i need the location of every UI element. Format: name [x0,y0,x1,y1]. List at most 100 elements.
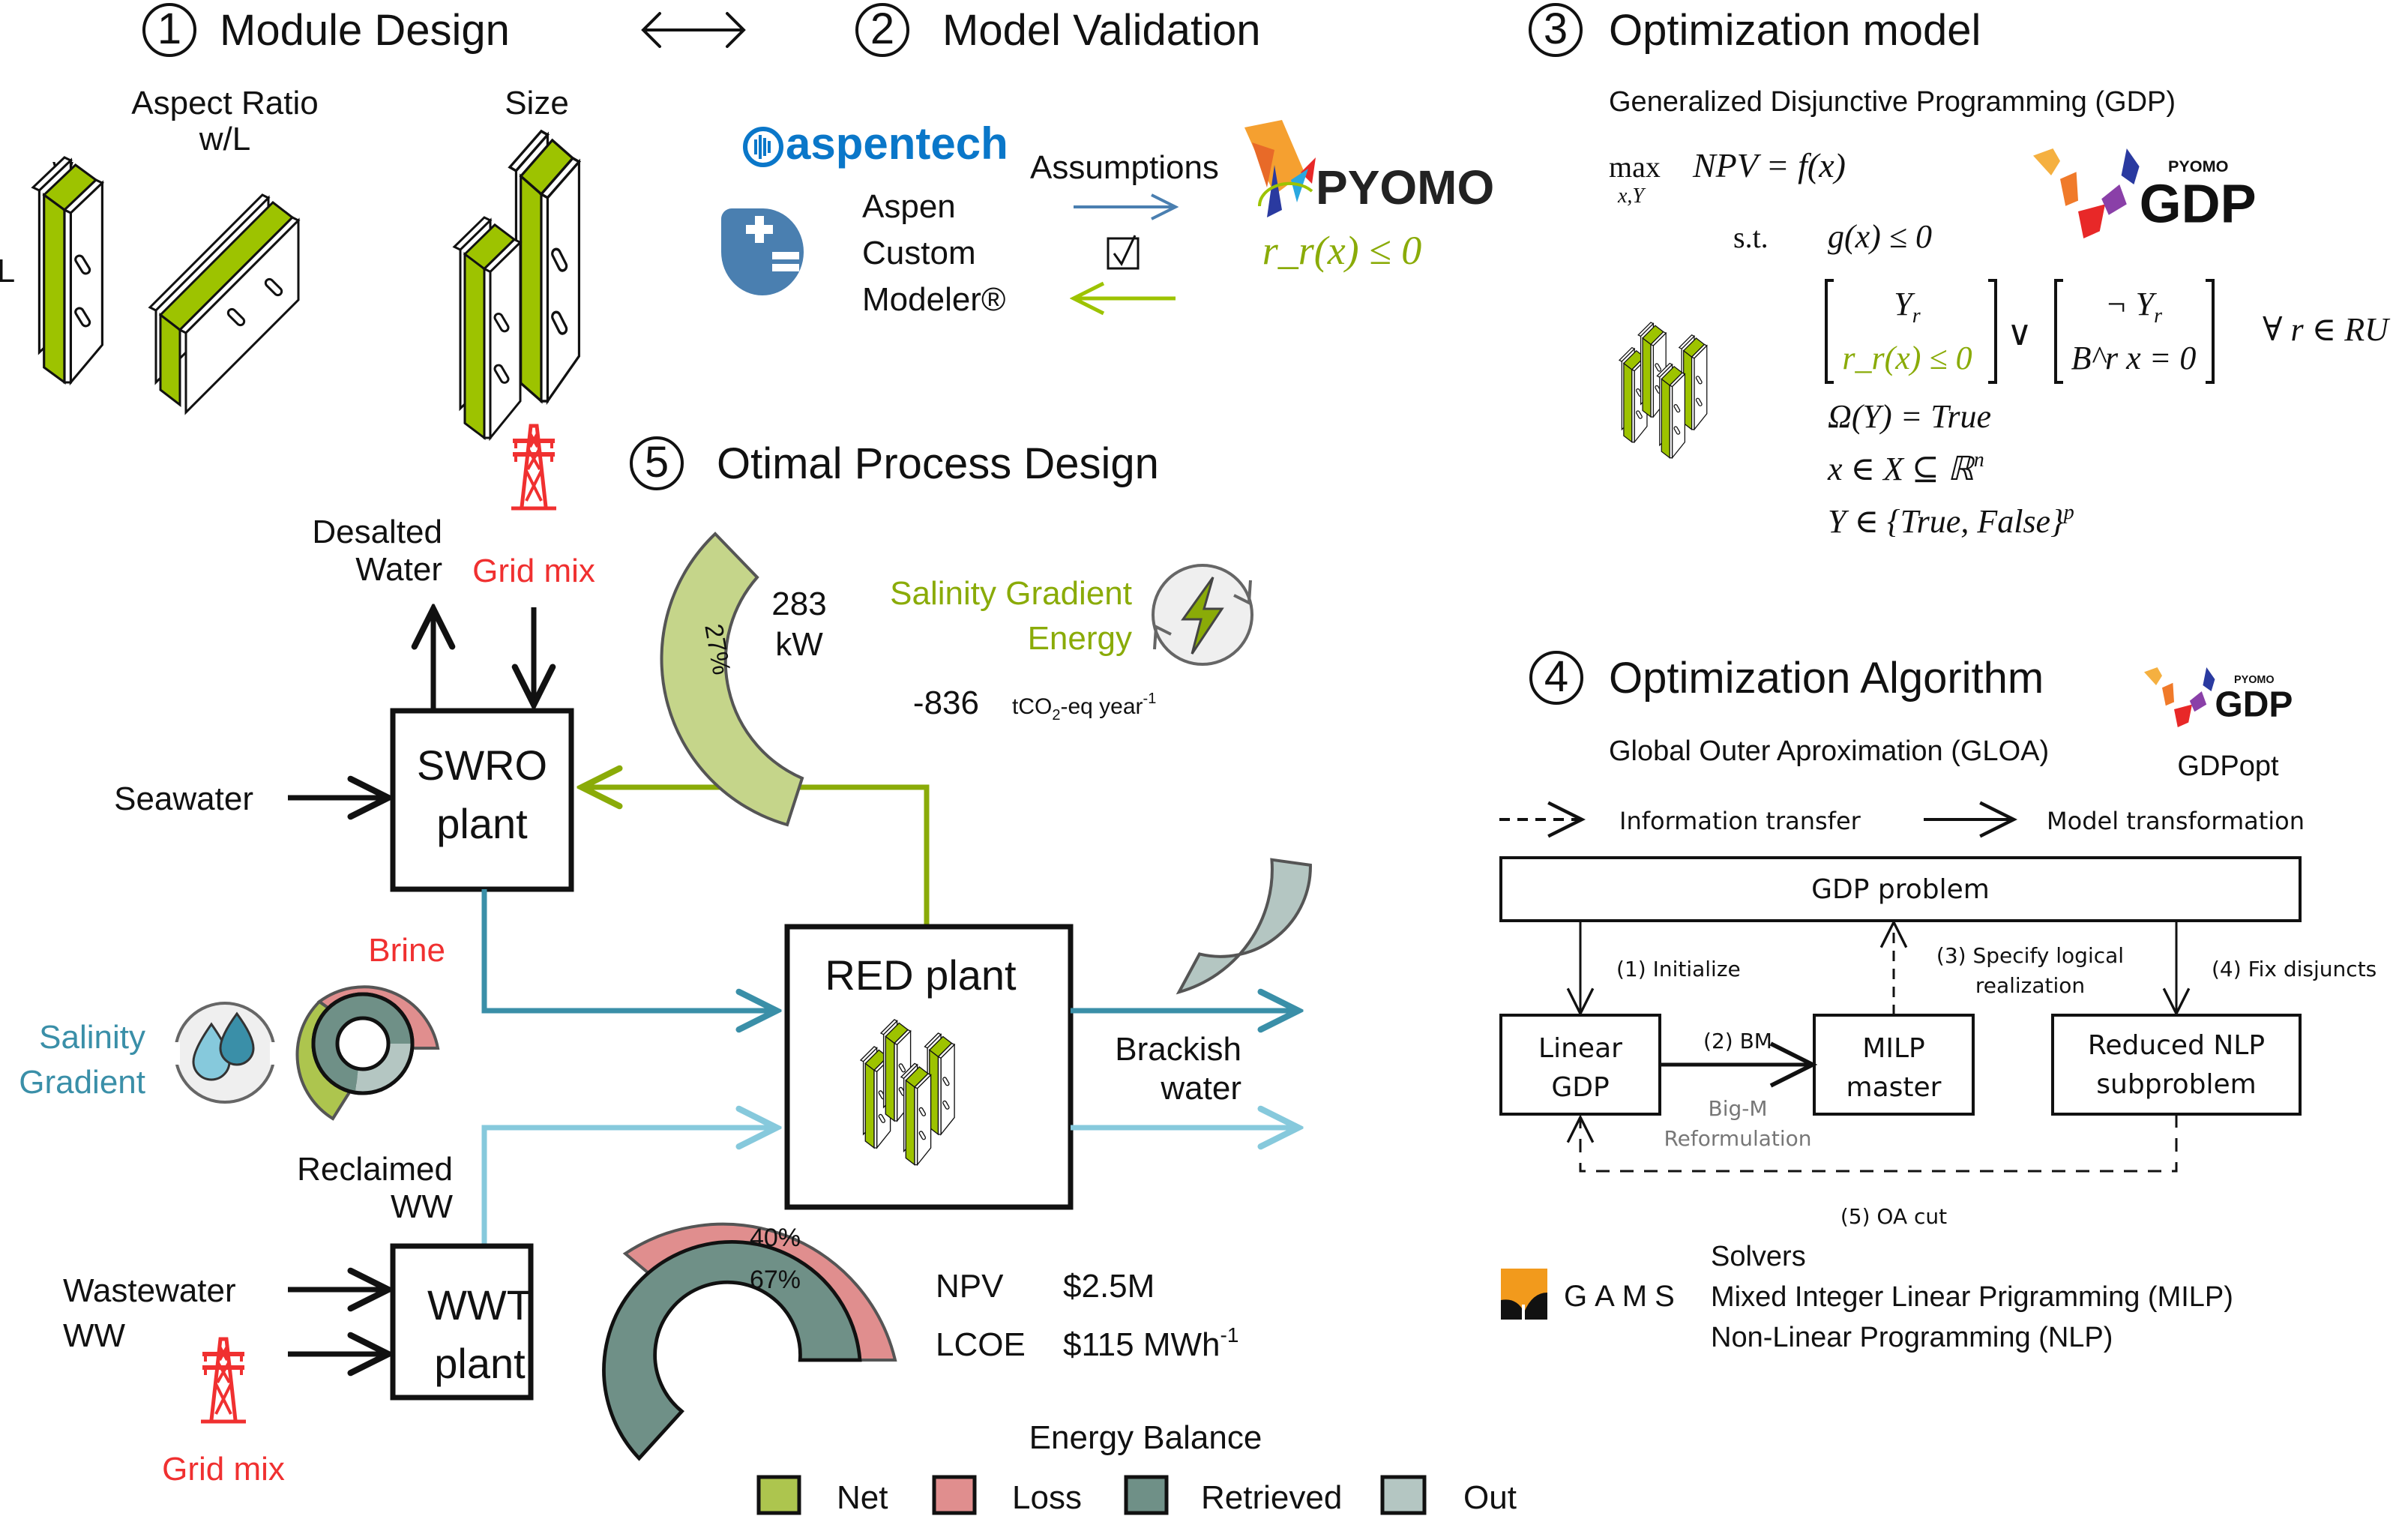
solver-item: Mixed Integer Linear Prigramming (MILP) [1711,1281,2233,1313]
desalted-water-label: Water [355,551,442,588]
step-number: 4 [1544,652,1568,701]
checkbox-icon [1107,235,1140,270]
section-optimal-process-design: 5 Otimal Process Design Grid mix Desalte… [19,426,1517,1516]
legend-label: Net [837,1479,888,1516]
swro-label: plant [436,800,528,847]
grid-mix-label: Grid mix [162,1451,285,1488]
module-tall-icon [31,156,103,384]
constraint-y-domain: Y ∈ {True, False}p [1828,501,2074,540]
step-logical-label: realization [1975,973,2085,998]
acm-label-line: Aspen [862,188,956,225]
aspentech-logo-text: aspentech [786,118,1008,169]
step-number-circle [142,3,196,57]
section-module-design: 1 Module Design Aspect Ratio w/L Size w … [0,3,746,439]
legend-model-transformation: Model transformation [1924,801,2305,838]
legend-title: Energy Balance [1029,1419,1262,1456]
wwt-label: WWT [427,1281,532,1329]
gdpopt-label: GDPopt [2177,751,2279,782]
salinity-gradient-label: Salinity [39,1019,145,1056]
step-number-circle [630,436,684,490]
section-optimization-algorithm: 4 Optimization Algorithm Global Outer Ap… [1499,651,2377,1353]
solvers-title: Solvers [1711,1241,1806,1272]
gdp-logo-text: GDP [2140,174,2257,234]
pyomo-logo-text: PYOMO [1316,160,1494,214]
step-number-circle [1529,3,1583,57]
disjunct-left-bottom: r_r(x) ≤ 0 [1842,340,1972,376]
donut-out-segment [355,1044,412,1093]
power-value: 283 [771,586,826,622]
pyomo-logo: PYOMO [1244,120,1494,217]
legend-item-retrieved: Retrieved [1124,1475,1342,1516]
lcoe-value: $115 MWh-1 [1063,1323,1238,1363]
legend-item-out: Out [1380,1475,1517,1516]
step-number: 1 [157,4,181,53]
reclaimed-ww-label: WW [391,1188,454,1225]
legend-item-net: Net [756,1475,888,1516]
legend-swatch [932,1475,977,1515]
gdpopt-logo: PYOMO GDP [2144,667,2293,727]
constraint-g: g(x) ≤ 0 [1828,218,1932,255]
brine-flow-arrow [481,889,777,1011]
wwt-label: plant [434,1340,526,1387]
section-title: Model Validation [942,6,1261,55]
linear-gdp-label: Linear [1538,1033,1622,1064]
donut-retrieved-segment [313,993,413,1092]
energy-cycle-icon [1152,564,1253,666]
length-label: L [0,253,15,289]
red-plant-label: RED plant [825,951,1017,999]
or-symbol: ∨ [2007,314,2032,352]
bigm-note: Big-M [1708,1096,1767,1121]
power-unit: kW [775,626,823,663]
reduced-nlp-box [2051,1014,2302,1116]
objective-formula: NPV = f(x) [1692,146,1846,184]
gdp-subtitle: Generalized Disjunctive Programming (GDP… [1609,86,2176,118]
disjunct-right-bottom: B^r x = 0 [2071,340,2197,376]
gdp-logo-text: GDP [2215,685,2293,725]
swro-label: SWRO [417,742,547,789]
wwt-plant-box [390,1243,534,1401]
linear-gdp-label: GDP [1551,1072,1609,1103]
milp-master-box [1813,1014,1975,1116]
net-energy-arc: 27% [660,532,804,827]
reduced-nlp-label: Reduced NLP [2088,1030,2265,1061]
reclaimed-flow-arrow [481,1128,777,1245]
aspect-ratio-sub: w/L [199,121,250,157]
legend-swatch [1380,1475,1427,1515]
solver-item: Non-Linear Programming (NLP) [1711,1322,2113,1353]
sge-label: Salinity Gradient [890,575,1132,612]
wastewater-label: WW [63,1317,126,1354]
gloa-subtitle: Global Outer Aproximation (GLOA) [1609,736,2049,767]
milp-master-label: MILP [1862,1033,1924,1064]
legend-label: Loss [1012,1479,1082,1516]
constraint-x-domain: x ∈ X ⊆ ℝn [1827,448,1984,487]
step-oa-cut-label: (5) OA cut [1840,1204,1947,1229]
section-title: Module Design [220,6,510,55]
disjunct-left-top: Yr [1894,286,1920,328]
wastewater-label: Wastewater [63,1272,236,1309]
brine-energy-donut [295,985,440,1121]
water-drops-cycle-icon [172,1002,277,1104]
module-stack-icon [1619,322,1708,459]
acm-label-line: Modeler® [862,281,1005,318]
reclaimed-ww-label: Reclaimed [297,1151,453,1188]
legend-swatch [1124,1475,1169,1515]
disjunct-right-top: ¬ Yr [2105,286,2162,328]
pyomo-gdp-logo: PYOMO GDP [2033,148,2257,238]
step-initialize-label: (1) Initialize [1616,957,1741,981]
step-number-circle [1529,651,1583,705]
energy-balance-donut: 40% 67% [602,1222,897,1461]
sge-label: Energy [1028,620,1132,657]
legend-swatch [756,1475,801,1515]
legend-label: Retrieved [1201,1479,1342,1516]
gdp-problem-box [1499,856,2302,922]
legend-label: Information transfer [1619,807,1861,835]
salinity-gradient-label: Gradient [19,1064,145,1101]
module-wide-icon [148,193,301,415]
step-logical-label: (3) Specify logical [1936,943,2124,968]
aspect-ratio-label: Aspect Ratio [131,85,318,121]
gams-logo-text: GAMS [1564,1280,1682,1313]
gdp-problem-label: GDP problem [1811,874,1990,905]
brackish-label: Brackish [1115,1031,1241,1068]
section-optimization-model: 3 Optimization model Generalized Disjunc… [1529,3,2391,540]
